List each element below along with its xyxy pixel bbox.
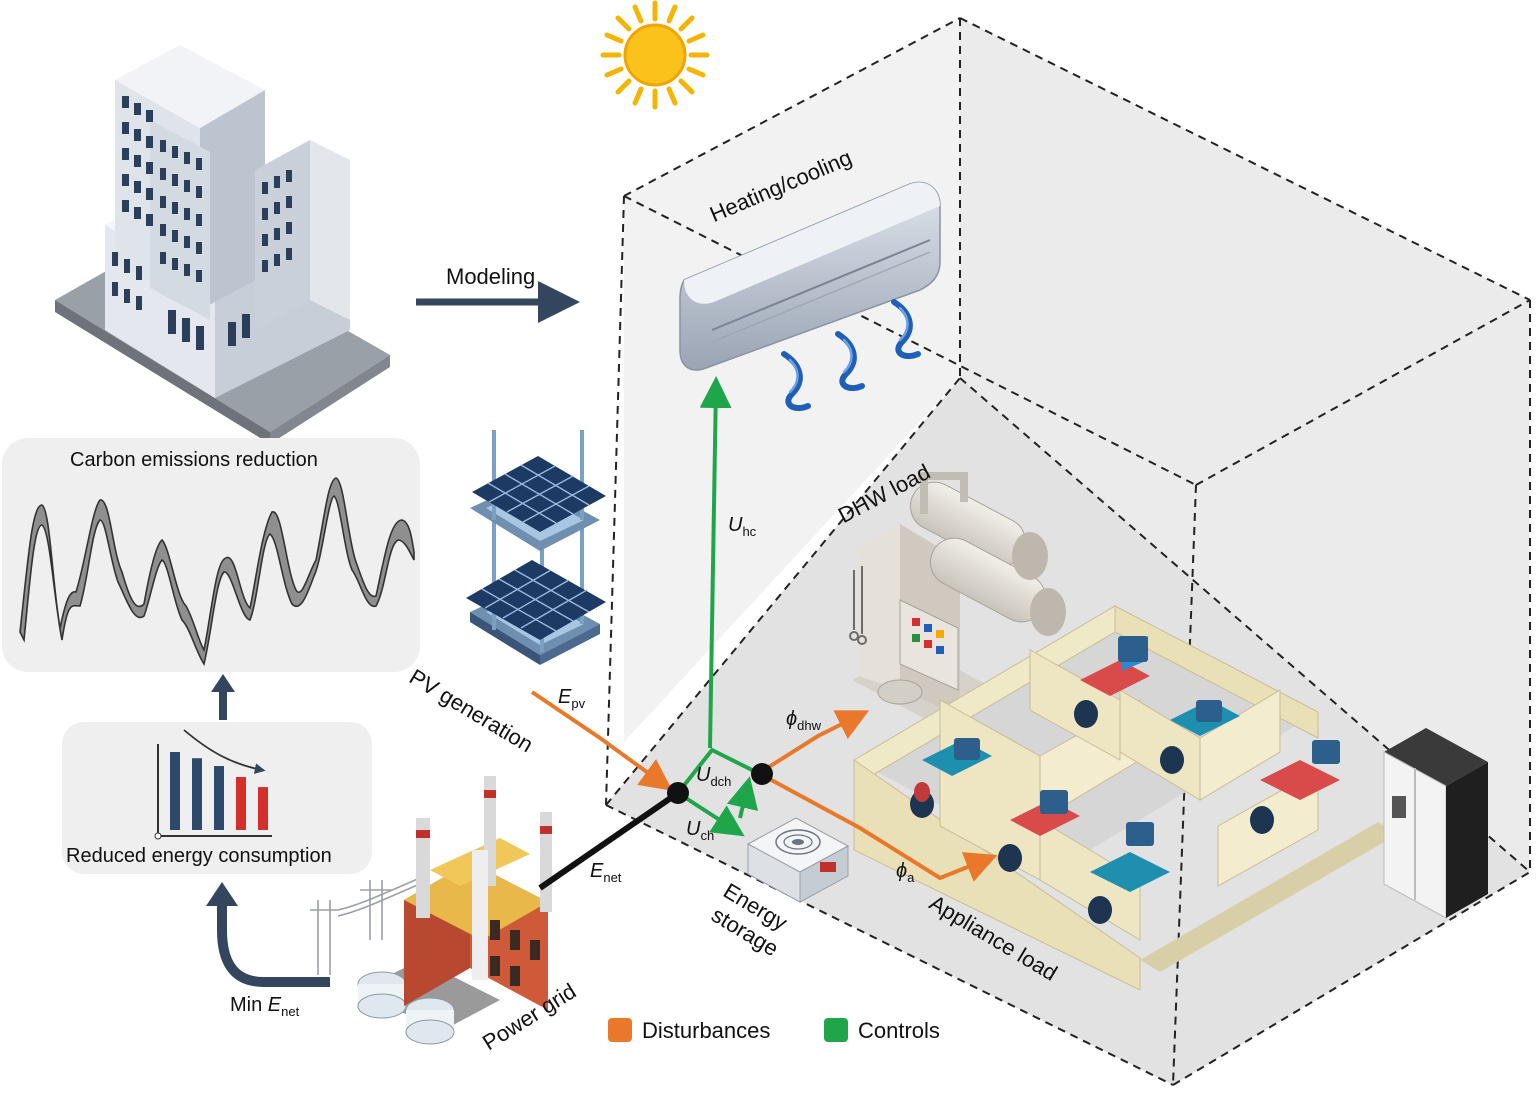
legend-swatch-disturbances [608, 1018, 632, 1042]
junction-node-main [667, 782, 689, 804]
grid-to-node-line [538, 790, 680, 891]
node-to-node2-line [676, 747, 761, 795]
sun-icon [600, 0, 710, 110]
e-net-label: Enet [590, 860, 622, 885]
legend-label-disturbances: Disturbances [642, 1018, 771, 1043]
carbon-panel [2, 438, 420, 672]
phi-dhw-flow-line [762, 710, 870, 772]
mini-bar [214, 766, 224, 830]
mini-bar [258, 787, 268, 830]
carbon-panel-title: Carbon emissions reduction [70, 449, 318, 471]
junction-node-secondary [751, 763, 773, 785]
energy-reduction-chart [154, 729, 272, 840]
mini-bar [236, 776, 246, 830]
energy-storage-icon [746, 817, 850, 903]
carbon-emissions-chart [19, 477, 415, 666]
min-enet-arrow [206, 882, 330, 987]
phi-a-flow-line [763, 774, 998, 882]
e-pv-label: Epv [558, 686, 586, 711]
min-enet-label: Min Enet [230, 994, 300, 1019]
pv-flow-line [530, 690, 673, 791]
legend-label-controls: Controls [858, 1018, 940, 1043]
uhc-flow-line [699, 376, 732, 749]
mini-bar [192, 758, 202, 830]
uch-flow-line [676, 791, 745, 837]
modeling-label: Modeling [446, 264, 536, 289]
solar-panel-icon [466, 430, 606, 665]
phi-a-label: ϕa [896, 860, 915, 885]
udch-flow-line [726, 776, 759, 819]
power-plant-icon [310, 776, 552, 1045]
up-arrow [211, 674, 235, 720]
air-conditioner-icon [679, 181, 941, 412]
phi-dhw-label: ϕdhw [786, 708, 821, 733]
legend-swatch-controls [824, 1018, 848, 1042]
flow-lines [530, 376, 998, 891]
u-dch-label: Udch [696, 764, 732, 789]
u-ch-label: Uch [686, 818, 715, 843]
office-building-icon [55, 45, 390, 444]
mini-bar [170, 752, 180, 830]
refrigerator-icon [1383, 728, 1488, 919]
u-hc-label: Uhc [728, 514, 757, 539]
energy-panel-title: Reduced energy consumption [66, 845, 332, 867]
